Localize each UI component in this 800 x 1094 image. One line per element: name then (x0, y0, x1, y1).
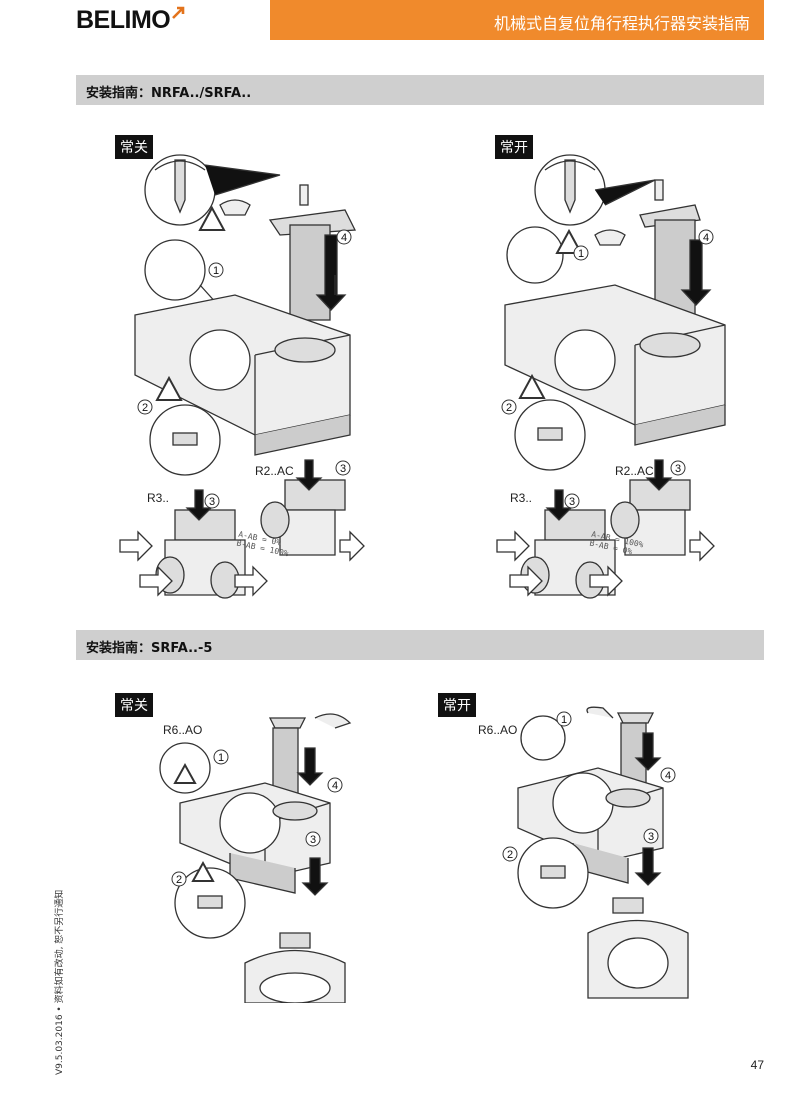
valve-label-r6: R6..AO (163, 723, 203, 737)
step-3b-label: 3 (340, 463, 346, 475)
section-header-srfa5: 安装指南：SRFA..-5 (76, 630, 764, 660)
step-3-label: 3 (209, 496, 215, 508)
version-note: V9.5.03.2016 • 资料如有改动, 恕不另行通知 (55, 889, 65, 1075)
normally-closed-tag: 常关 (115, 693, 153, 717)
valve-label-r2: R2..AC (615, 464, 654, 478)
section-header-nrfa: 安装指南：NRFA../SRFA.. (76, 75, 764, 105)
step-1-label: 1 (578, 248, 584, 260)
diagram-nc-nrfa: 常关 (115, 135, 375, 605)
step-4-label: 4 (341, 232, 347, 244)
valve-label-r3: R3.. (510, 491, 533, 505)
normally-open-tag: 常开 (495, 135, 533, 159)
page-title: 机械式自复位角行程执行器安装指南 (493, 14, 750, 33)
step-4-label: 4 (665, 770, 671, 782)
actuator-illustration: 1 2 3 4 (502, 706, 689, 999)
page-number: 47 (750, 1058, 764, 1072)
step-2-label: 2 (176, 874, 182, 886)
step-2-label: 2 (507, 849, 513, 861)
logo-mark-icon (172, 6, 185, 19)
step-2-label: 2 (506, 402, 512, 414)
valve-label-r2: R2..AC (255, 464, 294, 478)
brand-logo: BELIMO (76, 6, 185, 35)
section-title: 安装指南：NRFA../SRFA.. (86, 86, 252, 101)
step-3b-label: 3 (675, 463, 681, 475)
step-1-label: 1 (218, 752, 224, 764)
valve-label-r6: R6..AO (478, 723, 518, 737)
header-bar: 机械式自复位角行程执行器安装指南 (270, 0, 764, 40)
actuator-illustration: 1 2 3 4 (159, 713, 352, 1003)
step-1-label: 1 (213, 265, 219, 277)
step-3-label: 3 (569, 496, 575, 508)
step-3-label: 3 (310, 834, 316, 846)
diagram-no-nrfa: 常开 (495, 135, 755, 605)
step-3-label: 3 (648, 831, 654, 843)
step-4-label: 4 (703, 232, 709, 244)
section-title: 安装指南：SRFA..-5 (86, 641, 213, 656)
step-1-label: 1 (561, 714, 567, 726)
normally-open-tag: 常开 (438, 693, 476, 717)
step-4-label: 4 (332, 780, 338, 792)
normally-closed-tag: 常关 (115, 135, 153, 159)
step-2-label: 2 (142, 402, 148, 414)
diagram-nc-srfa5: 常关 R6..AO 1 2 3 4 (115, 693, 375, 1003)
diagram-no-srfa5: 常开 R6..AO 1 2 3 4 (438, 693, 698, 1003)
actuator-illustration: 1 2 3 3 4 (496, 154, 726, 599)
valve-label-r3: R3.. (147, 491, 170, 505)
actuator-illustration: 1 2 3 3 4 (119, 154, 365, 599)
